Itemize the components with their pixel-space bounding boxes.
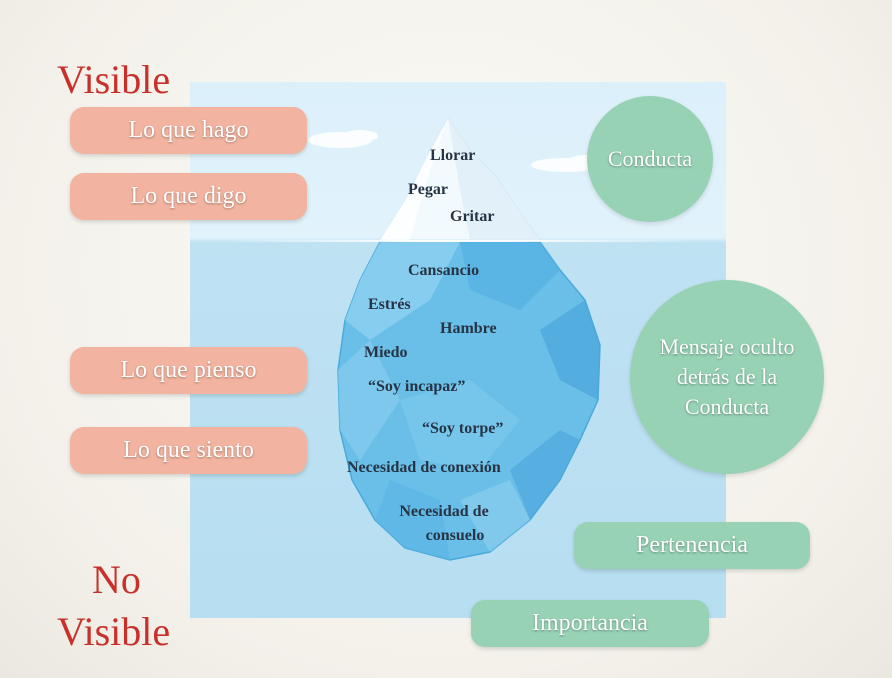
pill-lo-que-siento: Lo que siento	[70, 427, 307, 474]
pill-label: Lo que hago	[128, 117, 249, 143]
pill-label: Lo que digo	[130, 183, 247, 209]
label-estres: Estrés	[368, 296, 411, 313]
circle-line: Mensaje oculto	[659, 334, 795, 359]
label-soy-torpe: “Soy torpe”	[422, 420, 504, 437]
visible-title: Visible	[57, 57, 171, 102]
circle-line: detrás de la	[676, 364, 778, 389]
pill-importancia: Importancia	[471, 600, 709, 647]
pill-lo-que-digo: Lo que digo	[70, 173, 307, 220]
circle-text: Mensaje oculto detrás de la Conducta	[659, 332, 794, 422]
pill-lo-que-pienso: Lo que pienso	[70, 347, 307, 394]
circle-label: Conducta	[607, 146, 693, 171]
pill-label: Pertenencia	[636, 532, 748, 558]
label-soy-incapaz: “Soy incapaz”	[368, 378, 466, 395]
no-visible-title-line1: No	[92, 557, 141, 602]
label-necesidad-consuelo-line2: consuelo	[425, 527, 485, 544]
pill-pertenencia: Pertenencia	[574, 522, 810, 569]
circle-mensaje-oculto: Mensaje oculto detrás de la Conducta	[630, 280, 824, 474]
pill-lo-que-hago: Lo que hago	[70, 107, 307, 154]
circle-conducta: Conducta	[587, 96, 713, 222]
circle-line: Conducta	[684, 394, 770, 419]
label-llorar: Llorar	[430, 147, 476, 164]
pill-label: Lo que siento	[123, 437, 254, 463]
label-necesidad-conexion: Necesidad de conexión	[347, 459, 501, 476]
label-necesidad-consuelo-line1: Necesidad de	[399, 503, 489, 520]
label-cansancio: Cansancio	[408, 262, 480, 279]
label-pegar: Pegar	[408, 181, 448, 198]
label-gritar: Gritar	[450, 208, 495, 225]
label-miedo: Miedo	[364, 344, 408, 361]
pill-label: Lo que pienso	[120, 357, 257, 383]
label-hambre: Hambre	[440, 320, 497, 337]
waterline	[230, 240, 690, 242]
cloud-left	[308, 130, 378, 148]
pill-label: Importancia	[532, 610, 648, 636]
no-visible-title-line2: Visible	[57, 609, 171, 654]
